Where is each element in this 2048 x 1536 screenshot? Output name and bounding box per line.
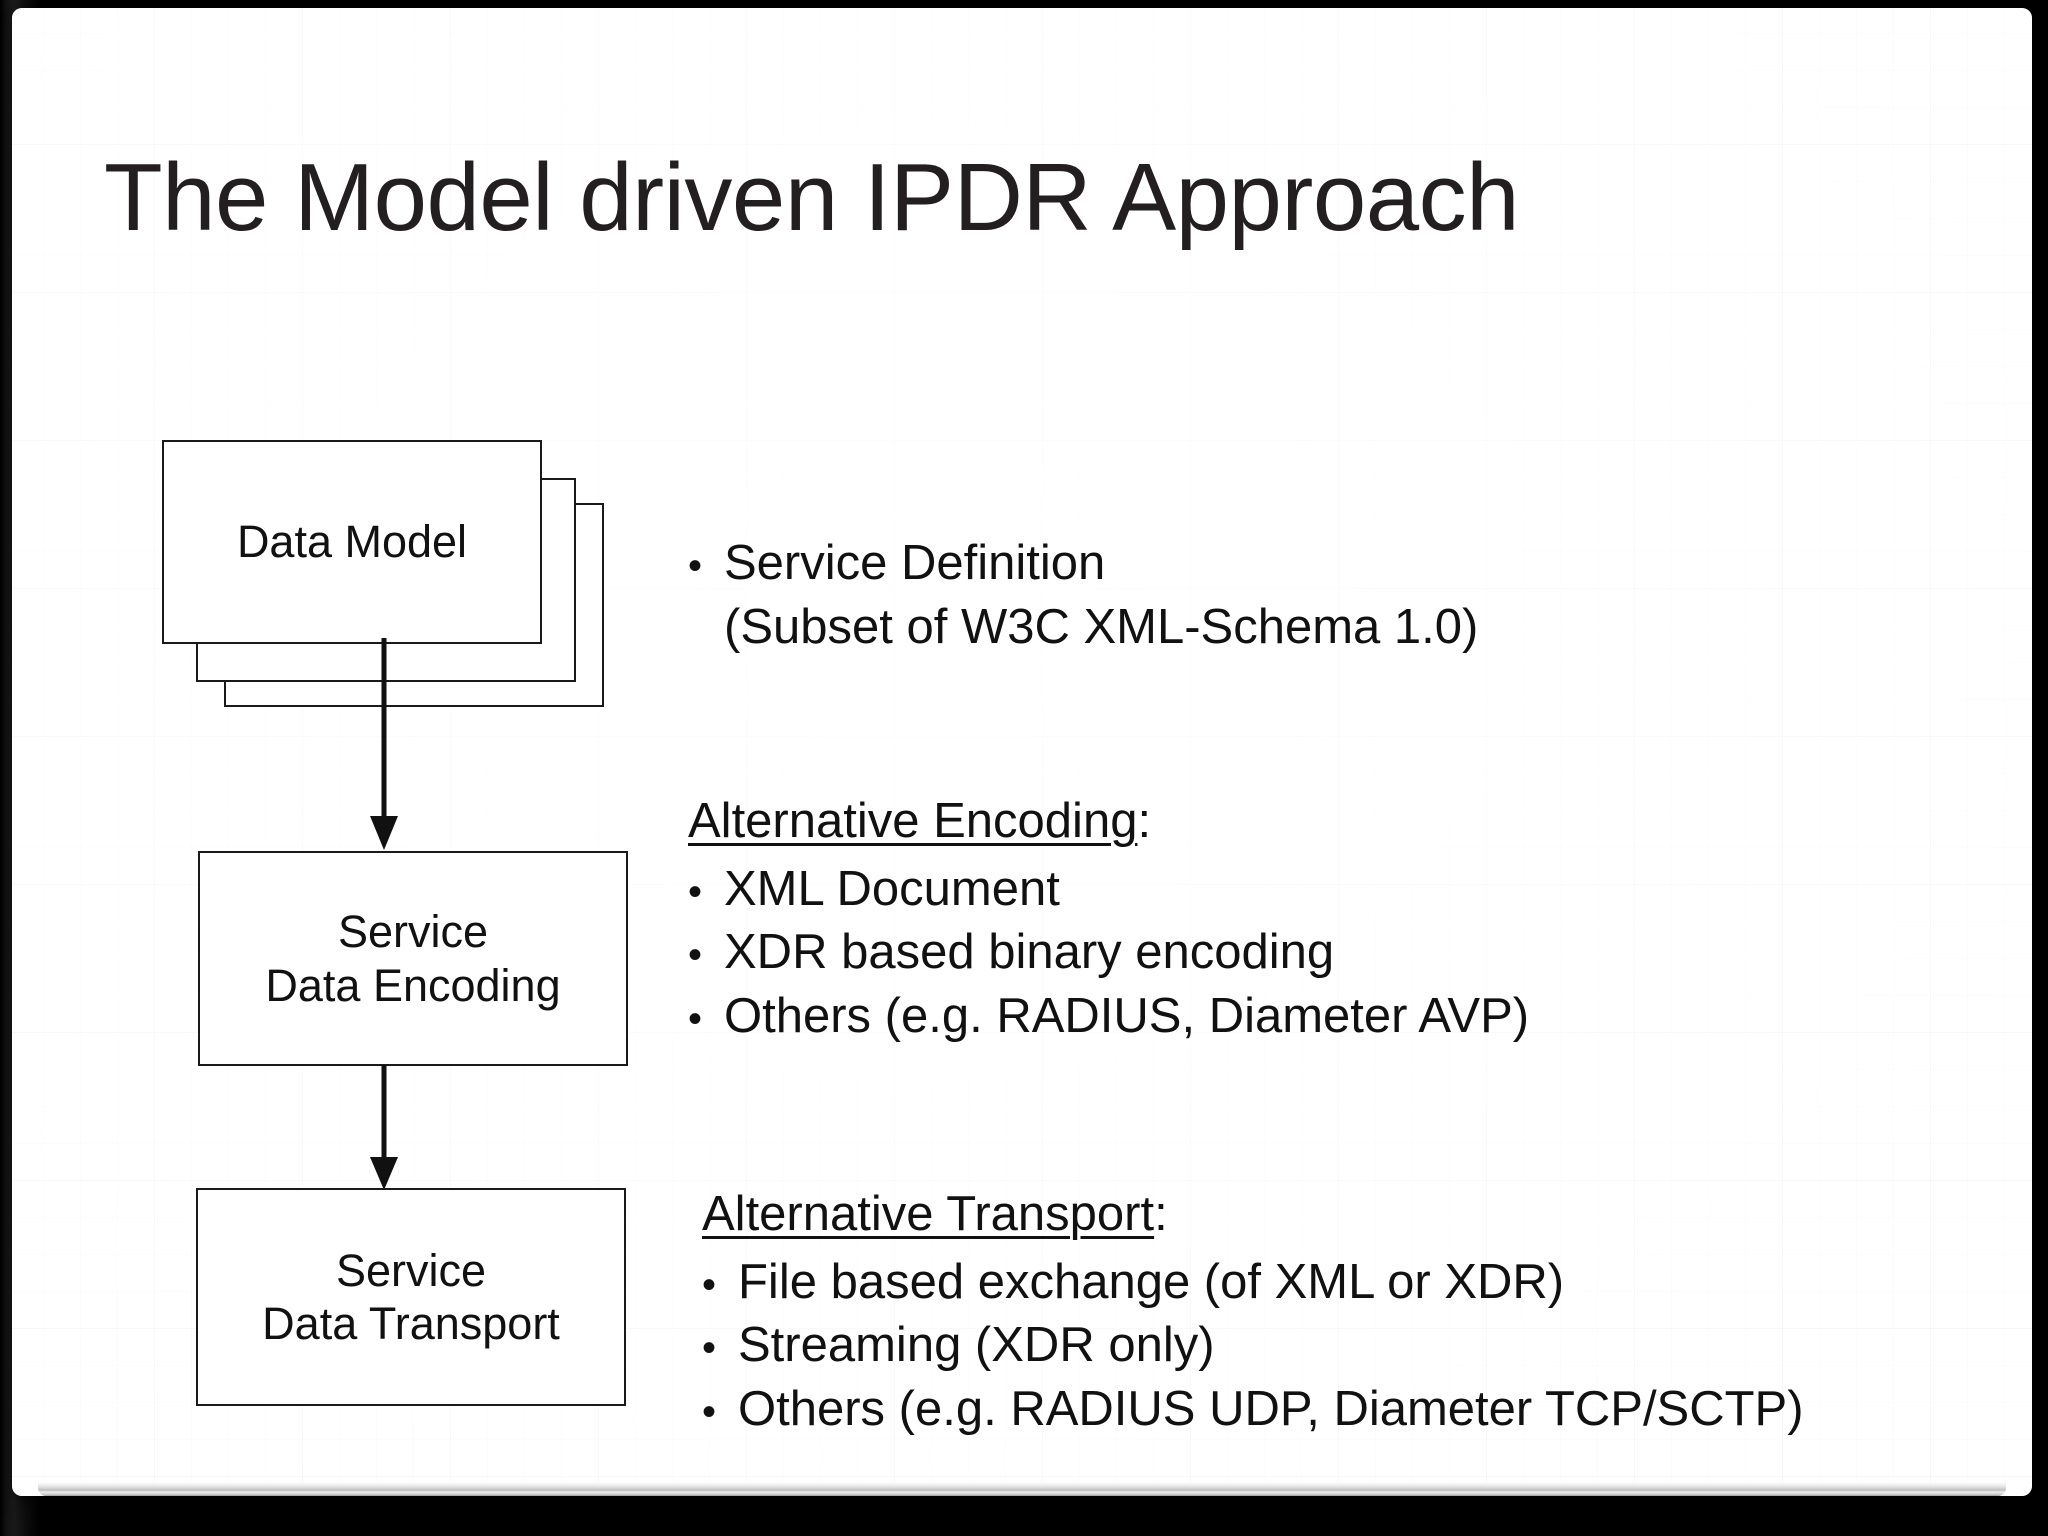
text-block-service-definition: • Service Definition (Subset of W3C XML-… bbox=[688, 532, 1478, 659]
bullet-item: • XML Document bbox=[688, 858, 1529, 922]
bullet-item: • XDR based binary encoding bbox=[688, 921, 1529, 985]
bullet-item: • File based exchange (of XML or XDR) bbox=[702, 1251, 1804, 1315]
page-title: The Model driven IPDR Approach bbox=[104, 144, 1520, 251]
bullet-item: • Others (e.g. RADIUS UDP, Diameter TCP/… bbox=[702, 1378, 1804, 1442]
bullet-text: File based exchange (of XML or XDR) bbox=[738, 1254, 1565, 1309]
block-heading-alternative-encoding: Alternative Encoding: bbox=[688, 790, 1151, 854]
flow-box-service-data-transport[interactable]: Service Data Transport bbox=[196, 1188, 626, 1406]
text-block-alternative-transport: Alternative Transport: • File based exch… bbox=[702, 1183, 1804, 1442]
arrow-service-data-encoding-to-service-data-transport bbox=[370, 1065, 398, 1190]
bullet-dot-icon: • bbox=[688, 933, 703, 978]
bullet-dot-icon: • bbox=[688, 997, 703, 1042]
bullet-text: XML Document bbox=[724, 861, 1060, 916]
block-heading-alternative-transport: Alternative Transport: bbox=[702, 1183, 1168, 1247]
bullet-continuation-text: (Subset of W3C XML-Schema 1.0) bbox=[724, 599, 1479, 654]
bullet-dot-icon: • bbox=[688, 869, 703, 914]
bullet-item: • Others (e.g. RADIUS, Diameter AVP) bbox=[688, 985, 1529, 1049]
arrow-data-model-to-service-data-encoding bbox=[370, 638, 398, 850]
bullet-dot-icon: • bbox=[702, 1326, 717, 1371]
flow-box-service-data-encoding-line2: Data Encoding bbox=[265, 959, 561, 1011]
slide-content: The Model driven IPDR Approach Data Mode… bbox=[12, 8, 2032, 1496]
bullet-item: • Streaming (XDR only) bbox=[702, 1314, 1804, 1378]
bullet-text: Streaming (XDR only) bbox=[738, 1318, 1215, 1373]
block-heading-alternative-transport-colon: : bbox=[1154, 1187, 1168, 1241]
bullet-text: Others (e.g. RADIUS UDP, Diameter TCP/SC… bbox=[738, 1382, 1804, 1437]
bullet-text: XDR based binary encoding bbox=[724, 925, 1335, 980]
flow-box-data-model-label: Data Model bbox=[236, 516, 468, 568]
block-heading-alternative-encoding-colon: : bbox=[1137, 794, 1152, 848]
flow-box-service-data-transport-line1: Service bbox=[335, 1244, 487, 1296]
flow-box-data-model[interactable]: Data Model bbox=[162, 440, 542, 644]
block-heading-alternative-transport-text: Alternative Transport bbox=[702, 1187, 1155, 1241]
flow-box-service-data-encoding[interactable]: Service Data Encoding bbox=[198, 851, 628, 1066]
block-heading-alternative-encoding-text: Alternative Encoding bbox=[688, 794, 1138, 848]
bullet-text: Service Definition bbox=[724, 536, 1106, 590]
bullet-dot-icon: • bbox=[702, 1262, 717, 1307]
slide-page: The Model driven IPDR Approach Data Mode… bbox=[12, 8, 2032, 1496]
text-block-alternative-encoding: Alternative Encoding: • XML Document • X… bbox=[688, 790, 1529, 1049]
bullet-item: • Service Definition bbox=[688, 532, 1478, 596]
flow-box-service-data-encoding-line1: Service bbox=[337, 906, 489, 958]
flow-diagram: Data Model Service Data Encoding bbox=[12, 8, 652, 1496]
flow-box-service-data-transport-line2: Data Transport bbox=[262, 1298, 560, 1349]
bullet-text: Others (e.g. RADIUS, Diameter AVP) bbox=[724, 989, 1530, 1044]
bullet-dot-icon: • bbox=[702, 1390, 717, 1435]
bullet-dot-icon: • bbox=[688, 544, 703, 588]
